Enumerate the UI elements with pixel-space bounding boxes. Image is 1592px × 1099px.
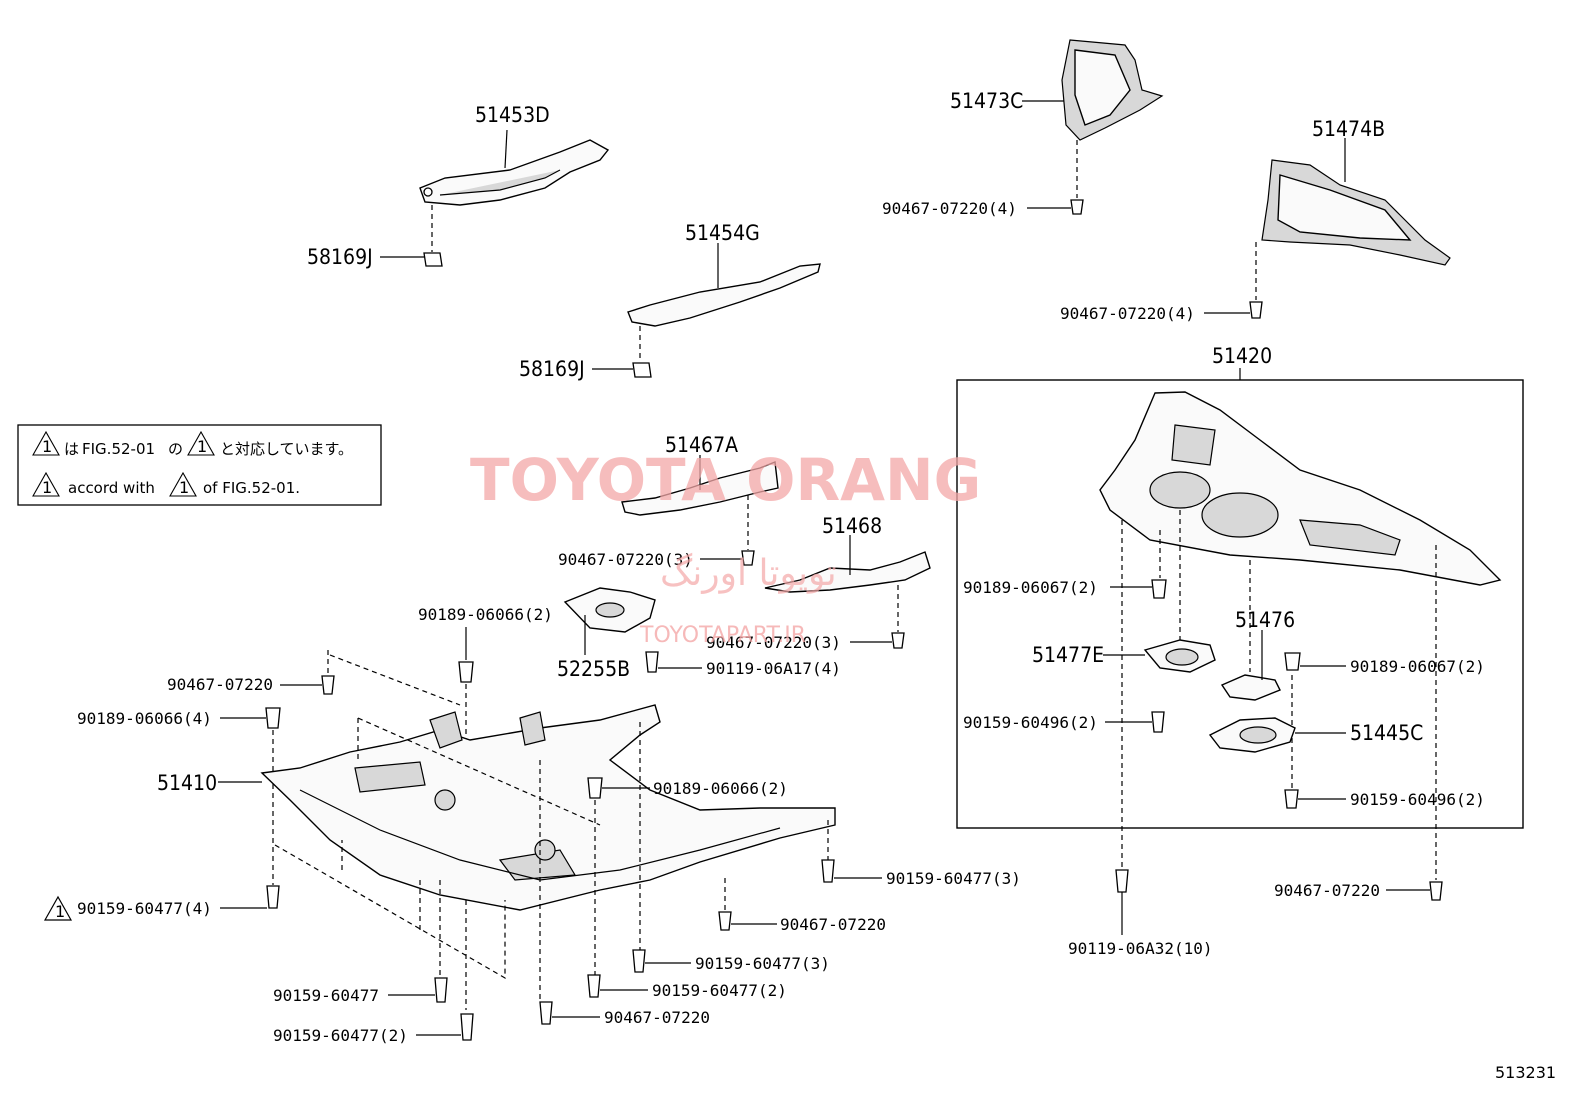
clip-58169J-a-icon [423, 252, 443, 267]
diagram-code: 513231 [1495, 1063, 1556, 1082]
part-51420[interactable] [1099, 391, 1502, 586]
label-58169J-b: 58169J [519, 357, 585, 381]
note-symbol-1b: 1 [197, 437, 207, 456]
warning-triangle-icon [43, 895, 73, 921]
part-51467A[interactable] [621, 455, 779, 516]
part-51453D[interactable] [419, 129, 610, 206]
part-51410[interactable] [260, 704, 836, 911]
fastener-90159-60477-a-icon [434, 977, 448, 1003]
label-51467A: 51467A [665, 433, 738, 457]
warning-triangle-icon [169, 471, 197, 497]
fastener-90159-60496-2a-icon [1151, 711, 1165, 733]
label-90159-60477-4: 90159-60477(4) [77, 899, 212, 918]
watermark-main: TOYOTA ORANG [470, 446, 981, 514]
part-51476[interactable] [1220, 674, 1281, 701]
label-90467-07220-3a: 90467-07220(3) [558, 550, 693, 569]
label-90467-07220-c: 90467-07220 [604, 1008, 710, 1027]
note-line2-pre: accord with [68, 479, 155, 497]
label-51476: 51476 [1235, 608, 1295, 632]
label-90189-06066-2b: 90189-06066(2) [653, 779, 788, 798]
fastener-90159-60477-3b-icon [632, 949, 646, 973]
label-90159-60477-a: 90159-60477 [273, 986, 379, 1005]
fastener-90467-07220-c-icon [539, 1001, 553, 1025]
label-90189-06066-2a: 90189-06066(2) [418, 605, 553, 624]
fastener-90467-07220-b-icon [718, 911, 732, 931]
fastener-90467-07220-4a-icon [1070, 199, 1084, 215]
part-51454G[interactable] [627, 243, 821, 327]
label-90159-60477-2b: 90159-60477(2) [273, 1026, 408, 1045]
label-90467-07220-a: 90467-07220 [167, 675, 273, 694]
fastener-90159-60496-2b-icon [1284, 789, 1299, 809]
label-90467-07220-4a: 90467-07220(4) [882, 199, 1017, 218]
fastener-90467-07220-a-icon [321, 675, 335, 695]
warning-symbol-number: 1 [55, 902, 65, 921]
label-90467-07220-4b: 90467-07220(4) [1060, 304, 1195, 323]
part-51473C[interactable] [1061, 39, 1164, 141]
note-line1-pre: は [64, 440, 79, 458]
fastener-90189-06066-2b-icon [587, 777, 603, 799]
note-line1-fig: FIG.52-01 [82, 440, 155, 458]
warning-triangle-icon [32, 430, 60, 456]
label-90119-06A32-10: 90119-06A32(10) [1068, 939, 1213, 958]
label-90159-60477-3a: 90159-60477(3) [886, 869, 1021, 888]
part-52255B[interactable] [563, 587, 656, 633]
note-box: 1 は FIG.52-01 の 1 と対応しています。 1 accord wit… [17, 424, 382, 506]
part-51474B[interactable] [1261, 159, 1451, 266]
fastener-90119-06A17-4-icon [645, 651, 659, 673]
label-90119-06A17-4: 90119-06A17(4) [706, 659, 841, 678]
label-90467-07220-3b: 90467-07220(3) [706, 633, 841, 652]
fastener-90189-06067-2a-icon [1151, 579, 1167, 599]
note-symbol-1a: 1 [42, 437, 52, 456]
note-symbol-2b: 1 [179, 478, 189, 497]
label-51454G: 51454G [685, 221, 760, 245]
watermark-site: TOYOTAPART.IR [639, 623, 806, 648]
label-51445C: 51445C [1350, 721, 1423, 745]
fastener-90159-60477-2a-icon [587, 974, 601, 998]
label-51453D: 51453D [475, 103, 550, 127]
note-line2-post: of FIG.52-01. [203, 479, 300, 497]
label-52255B: 52255B [557, 657, 630, 681]
label-90159-60477-2a: 90159-60477(2) [652, 981, 787, 1000]
group-box-51420 [956, 379, 1524, 829]
clip-58169J-b-icon [632, 362, 652, 378]
fastener-90189-06066-2a-icon [458, 661, 474, 683]
warning-triangle-icon [187, 430, 215, 456]
label-51410: 51410 [157, 771, 217, 795]
label-90189-06067-2a: 90189-06067(2) [963, 578, 1098, 597]
label-90467-07220-b: 90467-07220 [780, 915, 886, 934]
label-51477E: 51477E [1032, 643, 1104, 667]
note-line1-post: と対応しています。 [220, 440, 353, 458]
fastener-90467-07220-d-icon [1429, 881, 1443, 901]
label-90189-06066-4: 90189-06066(4) [77, 709, 212, 728]
fastener-90159-60477-3a-icon [821, 859, 835, 883]
label-90159-60496-2a: 90159-60496(2) [963, 713, 1098, 732]
fastener-90467-07220-3a-icon [741, 550, 755, 566]
part-51468[interactable] [764, 551, 931, 593]
label-58169J-a: 58169J [307, 245, 373, 269]
label-51474B: 51474B [1312, 117, 1385, 141]
fastener-90189-06066-4-icon [265, 707, 281, 729]
part-51477E[interactable] [1143, 639, 1216, 673]
note-line1-mid: の [168, 440, 183, 458]
label-90189-06067-2b: 90189-06067(2) [1350, 657, 1485, 676]
label-51420: 51420 [1212, 344, 1272, 368]
label-51473C: 51473C [950, 89, 1023, 113]
watermark-farsi: تویوتا اورنگ [660, 552, 837, 594]
label-51468: 51468 [822, 514, 882, 538]
note-symbol-2a: 1 [42, 478, 52, 497]
fastener-90119-06A32-10-icon [1115, 869, 1129, 893]
label-90467-07220-d: 90467-07220 [1274, 881, 1380, 900]
label-90159-60496-2b: 90159-60496(2) [1350, 790, 1485, 809]
label-90159-60477-3b: 90159-60477(3) [695, 954, 830, 973]
fastener-90467-07220-4b-icon [1249, 301, 1263, 319]
fastener-90189-06067-2b-icon [1284, 652, 1301, 671]
fastener-90467-07220-3b-icon [891, 632, 905, 649]
warning-triangle-icon [32, 471, 60, 497]
part-51445C[interactable] [1208, 717, 1296, 753]
fastener-90159-60477-2b-icon [460, 1013, 474, 1041]
fastener-90159-60477-4-icon [266, 885, 280, 909]
